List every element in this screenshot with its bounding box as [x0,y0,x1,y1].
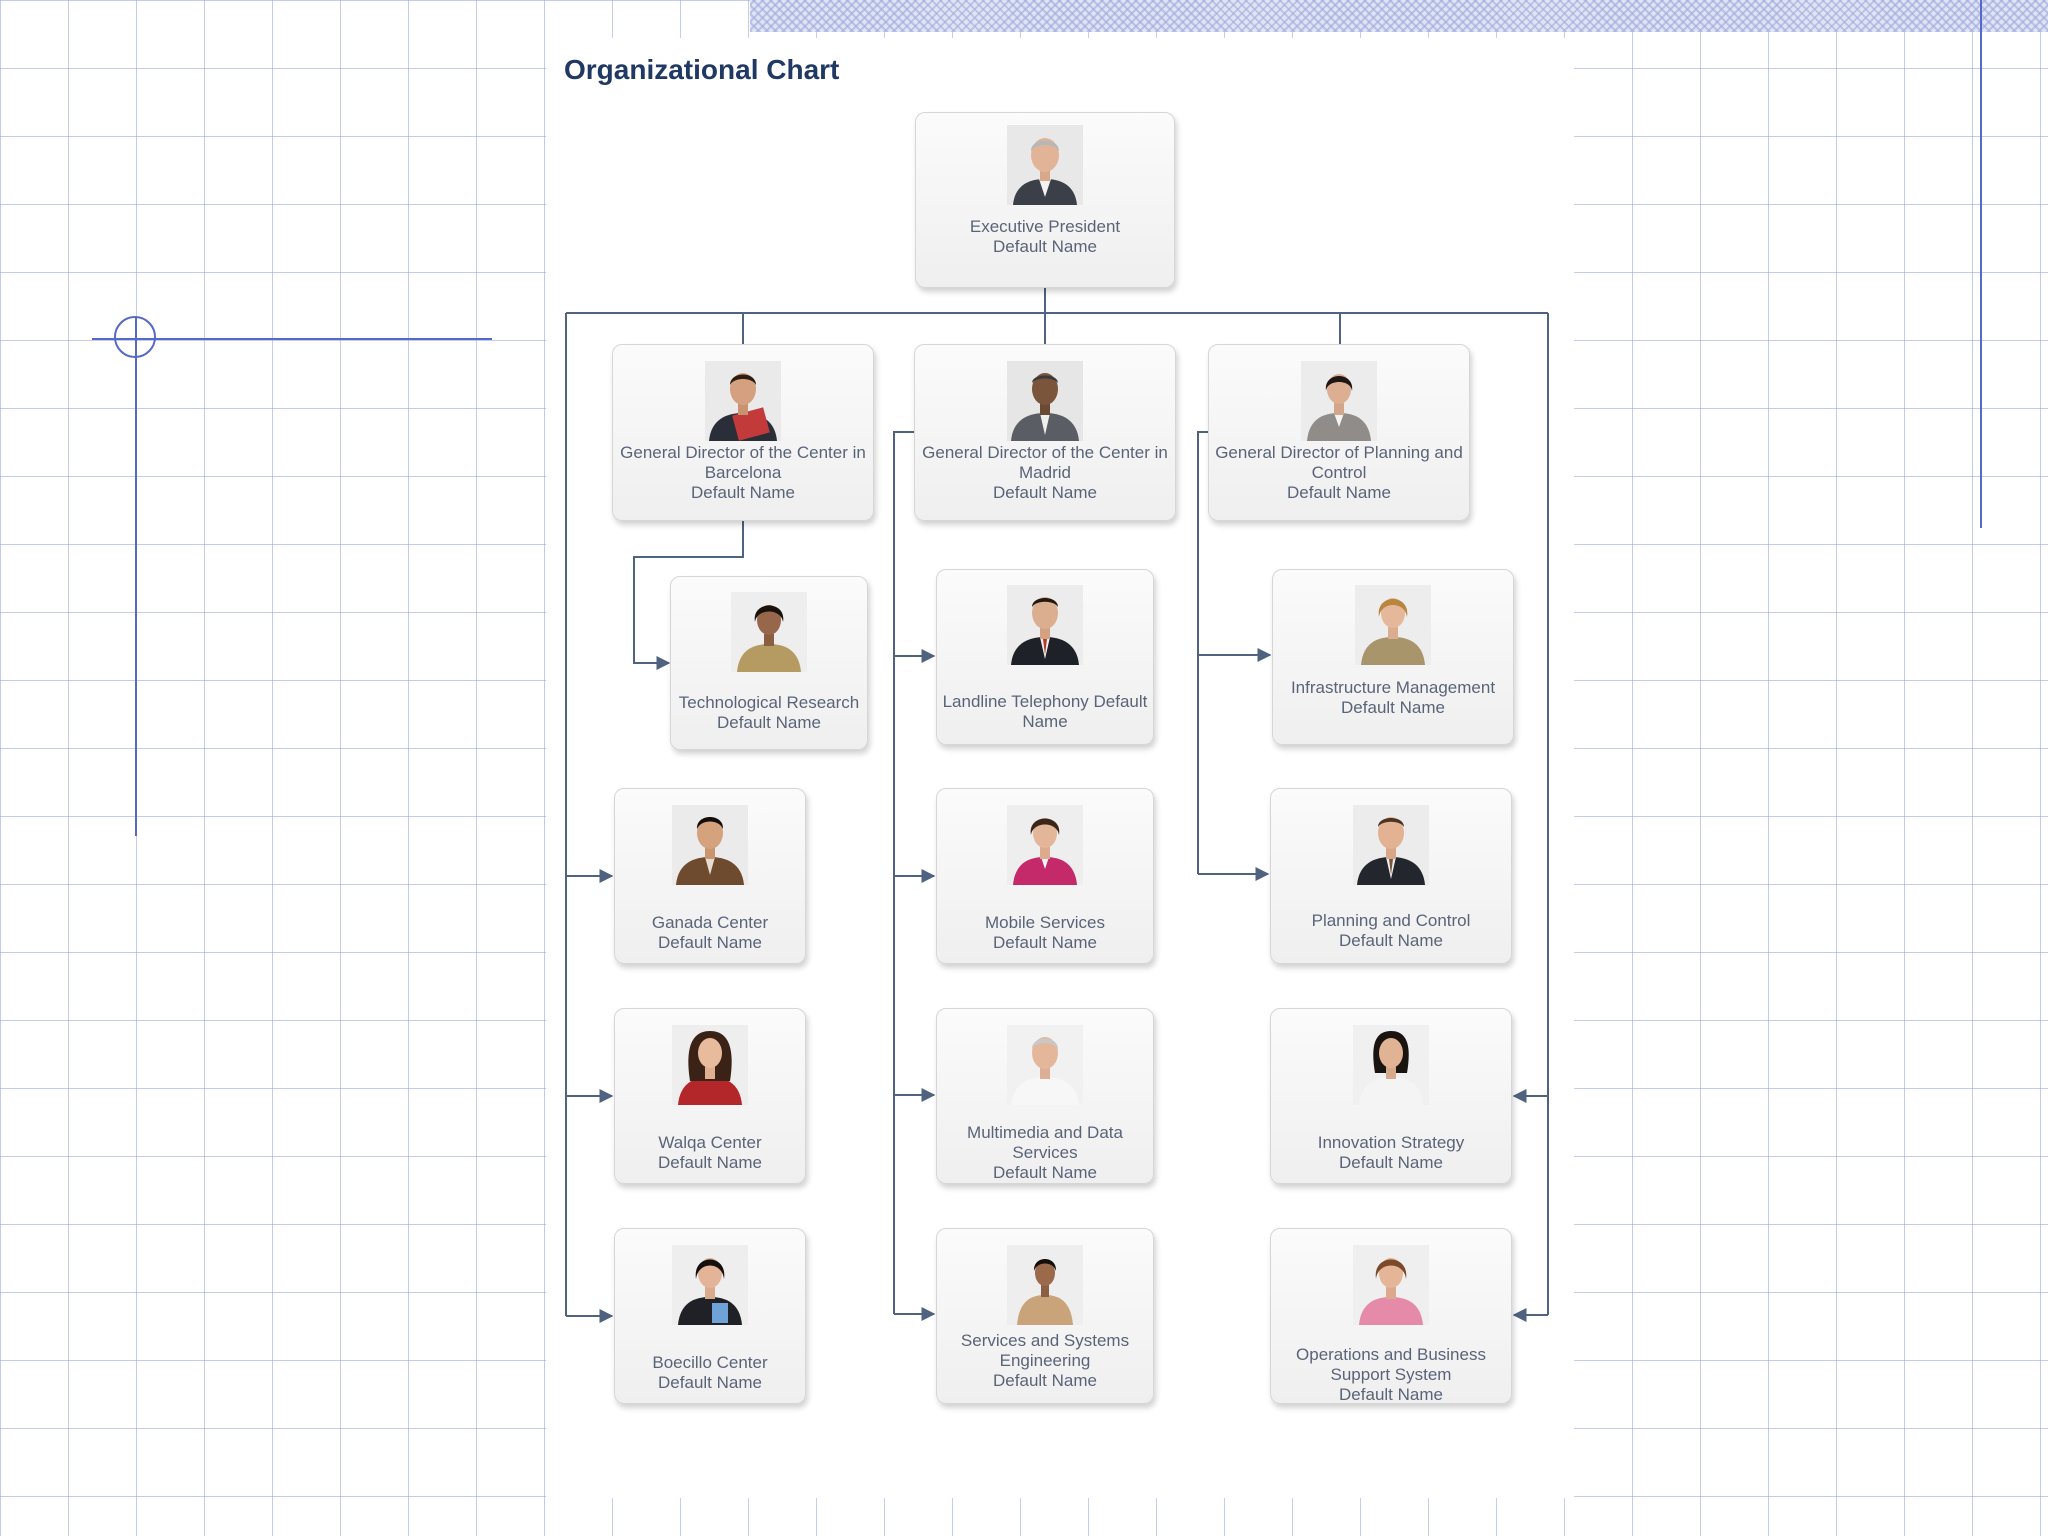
node-title: General Director of Planning and Control [1215,443,1463,482]
node-name: Default Name [993,933,1097,952]
person-photo-boecillo-center [672,1245,748,1325]
node-title: Operations and Business Support System [1296,1345,1486,1384]
org-node-planning-director[interactable]: General Director of Planning and Control… [1208,344,1470,521]
node-title: Boecillo Center [652,1353,768,1372]
node-title: Infrastructure Management [1290,678,1496,697]
connector-planning-trunk [1197,431,1208,874]
person-photo-walqa-center [672,1025,748,1105]
person-photo-operations-business-support [1353,1245,1429,1325]
node-label: Multimedia and Data Services Default Nam… [937,1123,1153,1183]
decorative-horizontal-line [92,338,492,340]
person-photo-infrastructure-management [1355,585,1431,665]
org-node-boecillo-center[interactable]: Boecillo Center Default Name [614,1228,806,1404]
node-name: Default Name [1339,1153,1443,1172]
node-label: General Director of Planning and Control… [1209,443,1469,503]
person-photo-planning-control [1353,805,1429,885]
node-title: Services and Systems Engineering [960,1331,1130,1370]
person-photo-multimedia-data [1007,1025,1083,1105]
person-photo-ganada-center [672,805,748,885]
node-title: General Director of the Center in Barcel… [620,443,866,482]
decorative-circle [114,316,156,358]
node-title: Ganada Center [651,913,769,932]
node-label: Operations and Business Support System D… [1271,1345,1511,1405]
node-title: Innovation Strategy [1317,1133,1465,1152]
node-title: Technological Research [678,693,860,712]
org-node-madrid-director[interactable]: General Director of the Center in Madrid… [914,344,1176,521]
node-name: Default Name [993,1371,1097,1390]
node-label: Innovation Strategy Default Name [1271,1133,1511,1173]
person-photo-executive-president [1007,125,1083,205]
org-node-innovation-strategy[interactable]: Innovation Strategy Default Name [1270,1008,1512,1184]
node-name: Default Name [658,1373,762,1392]
node-name: Default Name [1341,698,1445,717]
node-label: Planning and Control Default Name [1271,911,1511,951]
org-node-executive-president[interactable]: Executive President Default Name [915,112,1175,288]
person-photo-barcelona-director [705,361,781,441]
node-title: Landline Telephony Default Name [942,692,1148,731]
node-name: Default Name [658,1153,762,1172]
org-node-barcelona-director[interactable]: General Director of the Center in Barcel… [612,344,874,521]
node-name: Default Name [993,483,1097,502]
node-name: Default Name [1339,1385,1443,1404]
node-title: Mobile Services [985,913,1105,932]
node-label: Landline Telephony Default Name [937,692,1153,732]
node-name: Default Name [717,713,821,732]
org-node-ganada-center[interactable]: Ganada Center Default Name [614,788,806,964]
decorative-vertical-line [1980,0,1982,528]
node-label: Services and Systems Engineering Default… [937,1331,1153,1391]
node-name: Default Name [691,483,795,502]
node-label: Boecillo Center Default Name [615,1353,805,1393]
person-photo-mobile-services [1007,805,1083,885]
node-name: Default Name [993,237,1097,256]
header-banner [750,0,2048,32]
person-photo-services-systems-engineering [1007,1245,1083,1325]
org-node-services-systems-engineering[interactable]: Services and Systems Engineering Default… [936,1228,1154,1404]
connector-madrid-trunk [893,431,914,1314]
node-name: Default Name [1339,931,1443,950]
org-node-walqa-center[interactable]: Walqa Center Default Name [614,1008,806,1184]
node-name: Default Name [1287,483,1391,502]
node-label: General Director of the Center in Madrid… [915,443,1175,503]
node-label: Ganada Center Default Name [615,913,805,953]
org-node-operations-business-support[interactable]: Operations and Business Support System D… [1270,1228,1512,1404]
decorative-vertical-line-left [135,318,137,836]
node-title: Planning and Control [1311,911,1471,930]
node-label: General Director of the Center in Barcel… [613,443,873,503]
page-title: Organizational Chart [564,54,840,85]
node-label: Executive President Default Name [916,217,1174,257]
node-title: Executive President [969,217,1121,236]
connector-to-tech [633,521,744,670]
node-label: Mobile Services Default Name [937,913,1153,953]
person-photo-innovation-strategy [1353,1025,1429,1105]
org-node-infrastructure-management[interactable]: Infrastructure Management Default Name [1272,569,1514,745]
node-name: Default Name [993,1163,1097,1182]
node-label: Technological Research Default Name [671,693,867,733]
node-name: Default Name [658,933,762,952]
person-photo-landline-telephony [1007,585,1083,665]
node-title: Walqa Center [658,1133,762,1152]
node-label: Walqa Center Default Name [615,1133,805,1173]
org-node-mobile-services[interactable]: Mobile Services Default Name [936,788,1154,964]
node-title: General Director of the Center in Madrid [922,443,1168,482]
person-photo-technological-research [731,592,807,672]
node-label: Infrastructure Management Default Name [1273,678,1513,718]
org-node-technological-research[interactable]: Technological Research Default Name [670,576,868,750]
node-title: Multimedia and Data Services [967,1123,1123,1162]
person-photo-planning-director [1301,361,1377,441]
org-node-planning-control[interactable]: Planning and Control Default Name [1270,788,1512,964]
org-node-multimedia-data[interactable]: Multimedia and Data Services Default Nam… [936,1008,1154,1184]
person-photo-madrid-director [1007,361,1083,441]
org-node-landline-telephony[interactable]: Landline Telephony Default Name [936,569,1154,745]
